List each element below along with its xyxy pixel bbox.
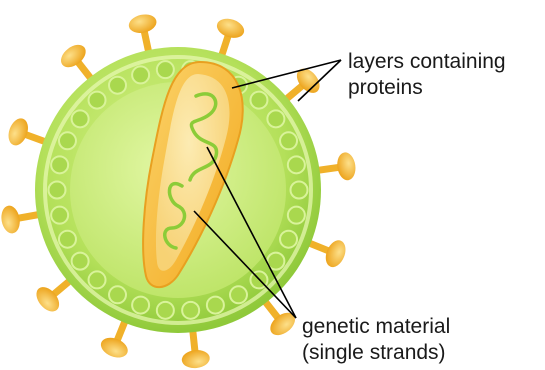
protein-subunit-circle	[132, 66, 149, 83]
spike-icon	[32, 277, 74, 315]
protein-subunit-circle	[250, 92, 267, 109]
protein-subunit-circle	[288, 156, 305, 173]
protein-subunit-circle	[230, 286, 247, 303]
protein-subunit-circle	[109, 77, 126, 94]
protein-subunit-circle	[89, 92, 106, 109]
protein-subunit-circle	[182, 302, 199, 319]
protein-subunit-circle	[157, 61, 174, 78]
protein-subunit-circle	[51, 207, 68, 224]
protein-subunit-circle	[59, 231, 76, 248]
protein-subunit-circle	[280, 132, 297, 149]
protein-subunit-circle	[72, 253, 89, 270]
protein-subunit-circle	[280, 231, 297, 248]
label-protein-layers-line2: proteins	[348, 75, 506, 101]
spike-icon	[57, 40, 95, 83]
protein-subunit-circle	[72, 110, 89, 127]
protein-subunit-circle	[291, 182, 308, 199]
protein-subunit-circle	[51, 156, 68, 173]
protein-subunit-circle	[288, 207, 305, 224]
label-genetic-material-line1: genetic material	[302, 314, 450, 340]
protein-subunit-circle	[49, 182, 66, 199]
protein-subunit-circle	[207, 297, 224, 314]
label-genetic-material-line2: (single strands)	[302, 340, 450, 366]
label-protein-layers-line1: layers containing	[348, 49, 506, 75]
protein-subunit-circle	[59, 132, 76, 149]
protein-subunit-circle	[132, 297, 149, 314]
protein-subunit-circle	[157, 302, 174, 319]
protein-subunit-circle	[109, 286, 126, 303]
protein-subunit-circle	[267, 110, 284, 127]
protein-subunit-circle	[89, 271, 106, 288]
label-protein-layers: layers containing proteins	[348, 49, 506, 101]
label-genetic-material: genetic material (single strands)	[302, 314, 450, 366]
spike-icon	[262, 297, 300, 340]
